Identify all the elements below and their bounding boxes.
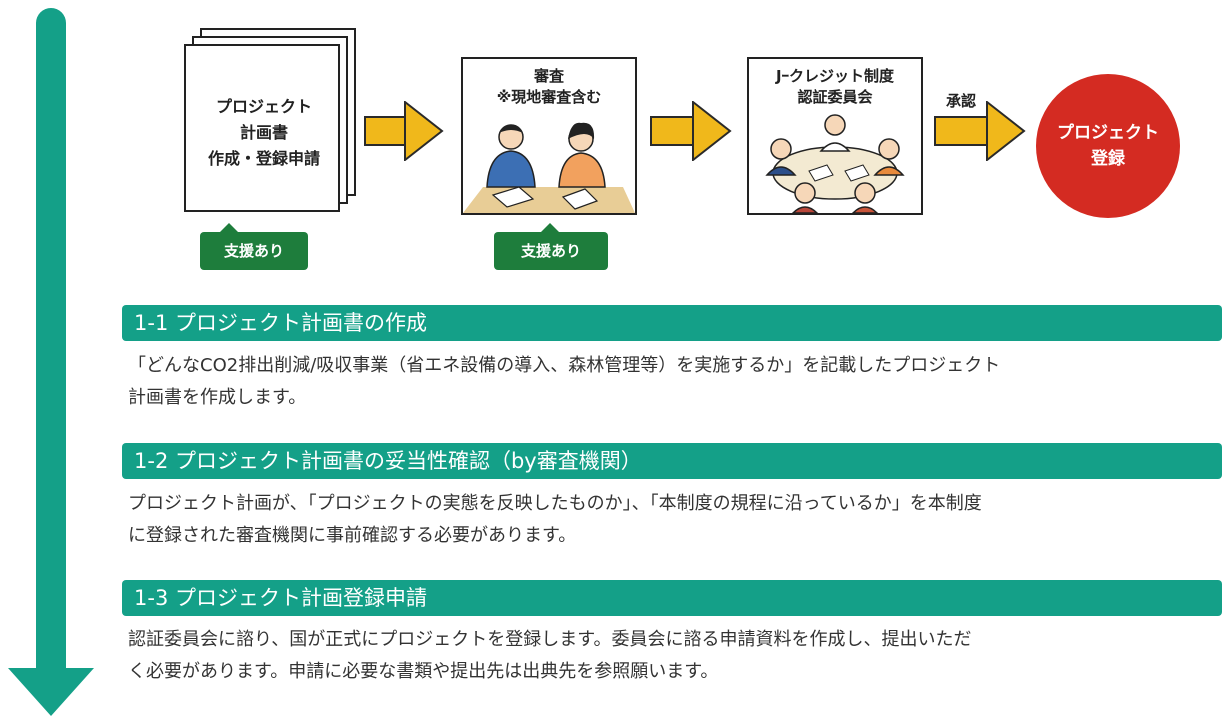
review-meeting-illustration [463,122,635,213]
review-panel: 審査 ※現地審査含む [461,57,637,215]
flow-arrow-head [986,101,1026,161]
section-body-line: に登録された審査機関に事前確認する必要があります。 [128,525,577,546]
approval-label: 承認 [946,92,977,110]
section-body: 認証委員会に諮り、国が正式にプロジェクトを登録します。委員会に諮る申請資料を作成… [128,624,1218,688]
document-label: プロジェクト 計画書 作成・登録申請 [190,94,338,172]
document-label-line: プロジェクト [215,97,312,116]
flow-arrow-head [692,101,732,161]
flow-arrow-body [364,116,406,146]
section-body-line: く必要があります。申請に必要な書類や提出先は出典先を参照願います。 [128,661,719,682]
section-heading: 1-3 プロジェクト計画登録申請 [122,580,1222,616]
flow-arrow-body [650,116,694,146]
section-body-line: プロジェクト計画が、「プロジェクトの実態を反映したものか」、「本制度の規程に沿っ… [128,493,982,514]
document-label-line: 計画書 [239,123,288,142]
section-body: 「どんなCO2排出削減/吸収事業（省エネ設備の導入、森林管理等）を実施するか」を… [128,350,1218,414]
section-body: プロジェクト計画が、「プロジェクトの実態を反映したものか」、「本制度の規程に沿っ… [128,488,1218,552]
badge-pointer [541,223,559,232]
committee-meeting-illustration [765,114,905,213]
review-title: 審査 [533,67,564,85]
result-line: プロジェクト [1057,123,1159,143]
section-heading: 1-1 プロジェクト計画書の作成 [122,305,1222,341]
result-line: 登録 [1091,149,1125,169]
flow-arrow-body [934,116,988,146]
section-body-line: 計画書を作成します。 [128,387,307,408]
support-badge: 支援あり [494,232,608,270]
committee-panel: Jｰクレジット制度 認証委員会 [747,57,923,215]
process-arrow-head [8,668,94,716]
badge-pointer [220,223,238,232]
committee-subtitle: 認証委員会 [797,88,873,106]
review-note: ※現地審査含む [496,88,602,106]
section-body-line: 「どんなCO2排出削減/吸収事業（省エネ設備の導入、森林管理等）を実施するか」を… [128,355,1001,376]
process-arrow-shaft [36,8,66,678]
section-heading: 1-2 プロジェクト計画書の妥当性確認（by審査機関） [122,443,1222,479]
section-body-line: 認証委員会に諮り、国が正式にプロジェクトを登録します。委員会に諮る申請資料を作成… [128,629,972,650]
project-registration-circle: プロジェクト 登録 [1036,74,1180,218]
support-badge: 支援あり [200,232,308,270]
document-label-line: 作成・登録申請 [207,149,320,168]
document-sheet [184,44,340,212]
committee-title: Jｰクレジット制度 [775,67,895,85]
flow-arrow-head [404,101,444,161]
